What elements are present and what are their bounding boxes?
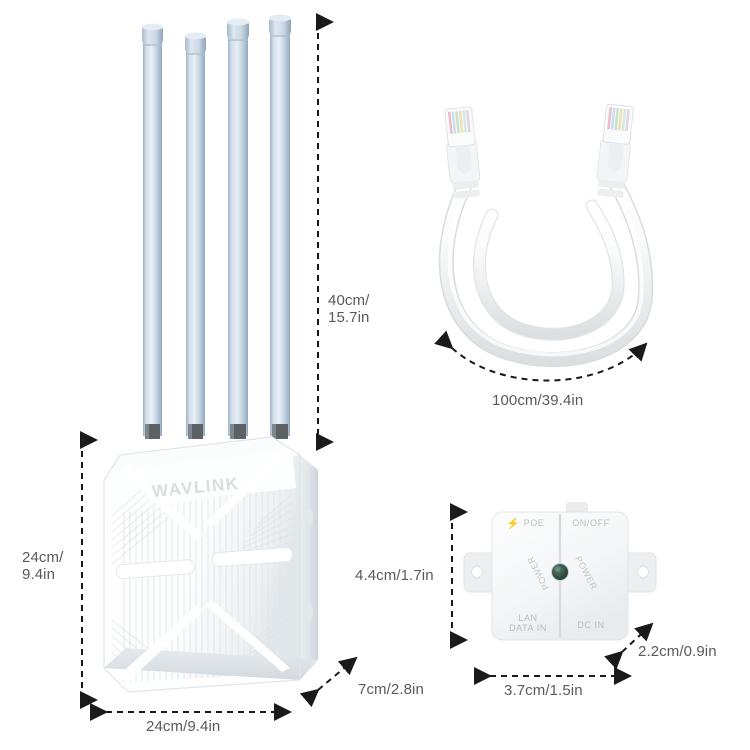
label-injector-height: 4.4cm/1.7in — [355, 567, 434, 584]
rj45-connector-right — [596, 103, 634, 198]
access-point-body — [100, 436, 318, 750]
side-port-lower — [305, 603, 313, 621]
antenna-group — [142, 14, 291, 439]
antenna-2 — [185, 32, 206, 439]
dimension-lines — [80, 13, 654, 721]
label-antenna-height: 40cm/ 15.7in — [328, 292, 370, 327]
dim-injector-depth — [604, 622, 654, 670]
ethernet-cable — [438, 103, 654, 368]
corner-fins — [111, 485, 293, 675]
label-device-height: 24cm/ 9.4in — [22, 549, 64, 584]
power-led — [551, 563, 569, 581]
label-injector-width: 3.7cm/1.5in — [504, 682, 583, 699]
label-device-depth: 7cm/2.8in — [358, 681, 424, 698]
poe-injector — [463, 502, 657, 641]
antenna-1 — [142, 23, 163, 439]
side-port-upper — [305, 509, 313, 527]
onoff-label: ON/OFF — [572, 518, 610, 528]
rj45-connector-left — [444, 106, 481, 199]
label-cable-length: 100cm/39.4in — [492, 392, 584, 409]
lan-data-in-label: LAN DATA IN — [509, 613, 547, 634]
poe-label: POE — [523, 518, 545, 528]
dim-cable-length — [434, 330, 648, 382]
cross-ribs — [115, 448, 293, 682]
dim-device-depth — [299, 656, 358, 708]
label-device-width: 24cm/9.4in — [146, 718, 221, 735]
antenna-3 — [227, 18, 249, 439]
label-injector-depth: 2.2cm/0.9in — [638, 643, 717, 660]
poe-bolt-icon: ⚡ — [506, 518, 521, 530]
dc-in-label: DC IN — [577, 620, 605, 630]
antenna-4 — [269, 14, 291, 439]
